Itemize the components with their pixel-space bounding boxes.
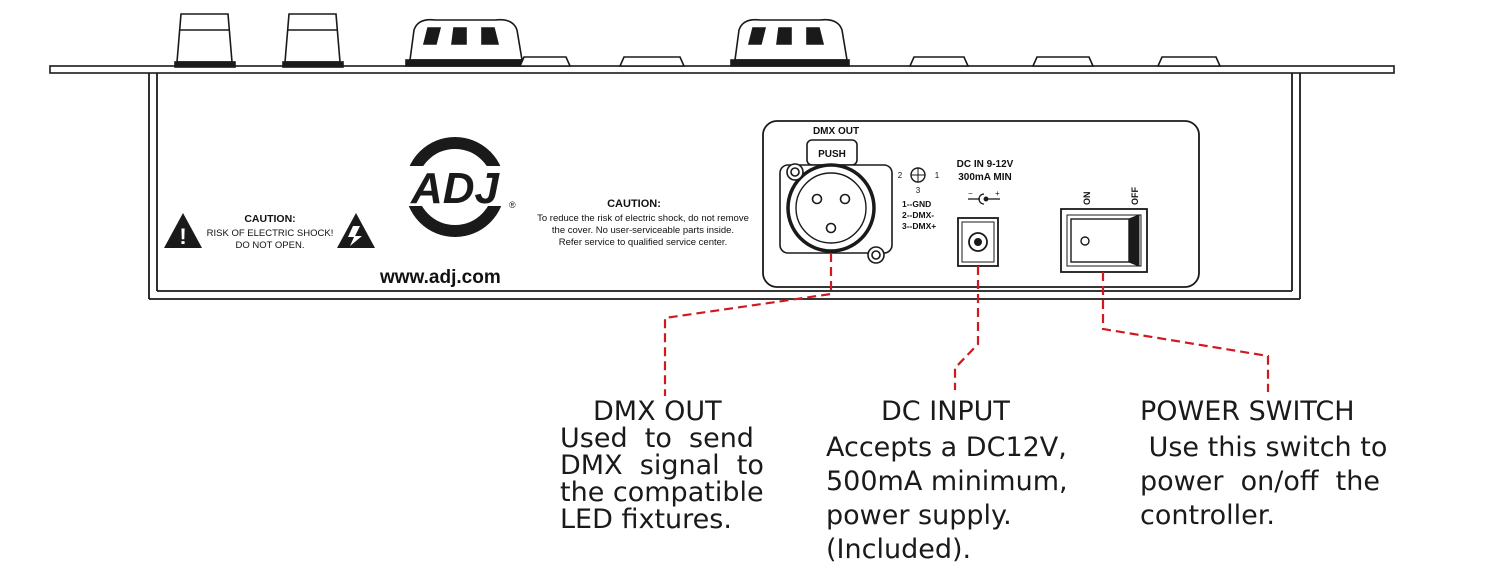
dmx-out-connector: DMX OUT PUSH — [779, 126, 893, 264]
callout-power-switch-title: POWER SWITCH — [1140, 396, 1355, 427]
polarity-minus: − — [968, 189, 973, 198]
leader-power-switch — [1101, 272, 1270, 392]
dmx-out-panel-label: DMX OUT — [813, 126, 859, 137]
lightning-triangle-icon — [337, 213, 375, 248]
callout-power-switch: POWER SWITCH Use this switch to power on… — [1140, 398, 1440, 533]
caution-left-title: CAUTION: — [244, 213, 295, 225]
fader-cap-1 — [174, 13, 236, 68]
registered-mark: ® — [509, 200, 516, 210]
pin-number-bottom: 3 — [916, 186, 921, 195]
caution-center-line-1: To reduce the risk of electric shock, do… — [537, 213, 749, 224]
top-controls — [174, 13, 1222, 68]
pin-number-left: 2 — [898, 171, 903, 180]
push-label: PUSH — [818, 149, 846, 160]
dc-input-jack — [957, 217, 999, 267]
dc-in-line-2: 300mA MIN — [958, 172, 1012, 183]
callout-dmx-out-body: Used to send DMX signal to the compatibl… — [560, 423, 764, 535]
caution-left-line-1: RISK OF ELECTRIC SHOCK! — [207, 228, 334, 239]
leader-lines — [663, 253, 1270, 396]
callout-dc-input-title: DC INPUT — [881, 396, 1010, 427]
caution-center-line-3: Refer service to qualified service cente… — [559, 237, 727, 248]
fader-cap-2 — [282, 13, 344, 68]
leader-dmx-out — [663, 253, 833, 396]
website-text: www.adj.com — [379, 267, 501, 288]
pin-diagram-icon — [910, 167, 926, 183]
polarity-plus: + — [995, 189, 1000, 198]
callout-dmx-out-title: DMX OUT — [593, 396, 722, 427]
dc-in-line-1: DC IN 9-12V — [957, 159, 1014, 170]
callout-dc-input-body: Accepts a DC12V, 500mA minimum, power su… — [826, 432, 1068, 565]
button-caps — [518, 56, 1222, 67]
pinout-line-3: 3--DMX+ — [902, 221, 936, 231]
jog-wheel-2 — [730, 18, 850, 67]
power-switch — [1060, 208, 1148, 273]
callout-dc-input: DC INPUT Accepts a DC12V, 500mA minimum,… — [826, 398, 1106, 567]
jog-wheel-1 — [405, 18, 525, 67]
warning-triangle-icon: ! — [164, 213, 202, 249]
switch-on-label: ON — [1082, 192, 1092, 206]
adj-logo: ADJ ® — [386, 137, 526, 237]
polarity-icon — [968, 193, 1000, 205]
caution-center-title: CAUTION: — [607, 198, 661, 210]
callout-dmx-out: DMX OUT Used to send DMX signal to the c… — [560, 398, 780, 533]
pinout-line-2: 2--DMX- — [902, 210, 934, 220]
svg-text:!: ! — [179, 224, 186, 249]
switch-off-label: OFF — [1130, 187, 1140, 205]
callout-power-switch-body: Use this switch to power on/off the cont… — [1140, 432, 1388, 531]
caution-center-line-2: the cover. No user-serviceable parts ins… — [552, 225, 734, 236]
top-plate — [49, 65, 1395, 74]
caution-left-line-2: DO NOT OPEN. — [236, 240, 305, 251]
pinout-line-1: 1--GND — [902, 199, 931, 209]
pin-number-right: 1 — [935, 171, 940, 180]
adj-logo-text: ADJ — [410, 164, 501, 213]
